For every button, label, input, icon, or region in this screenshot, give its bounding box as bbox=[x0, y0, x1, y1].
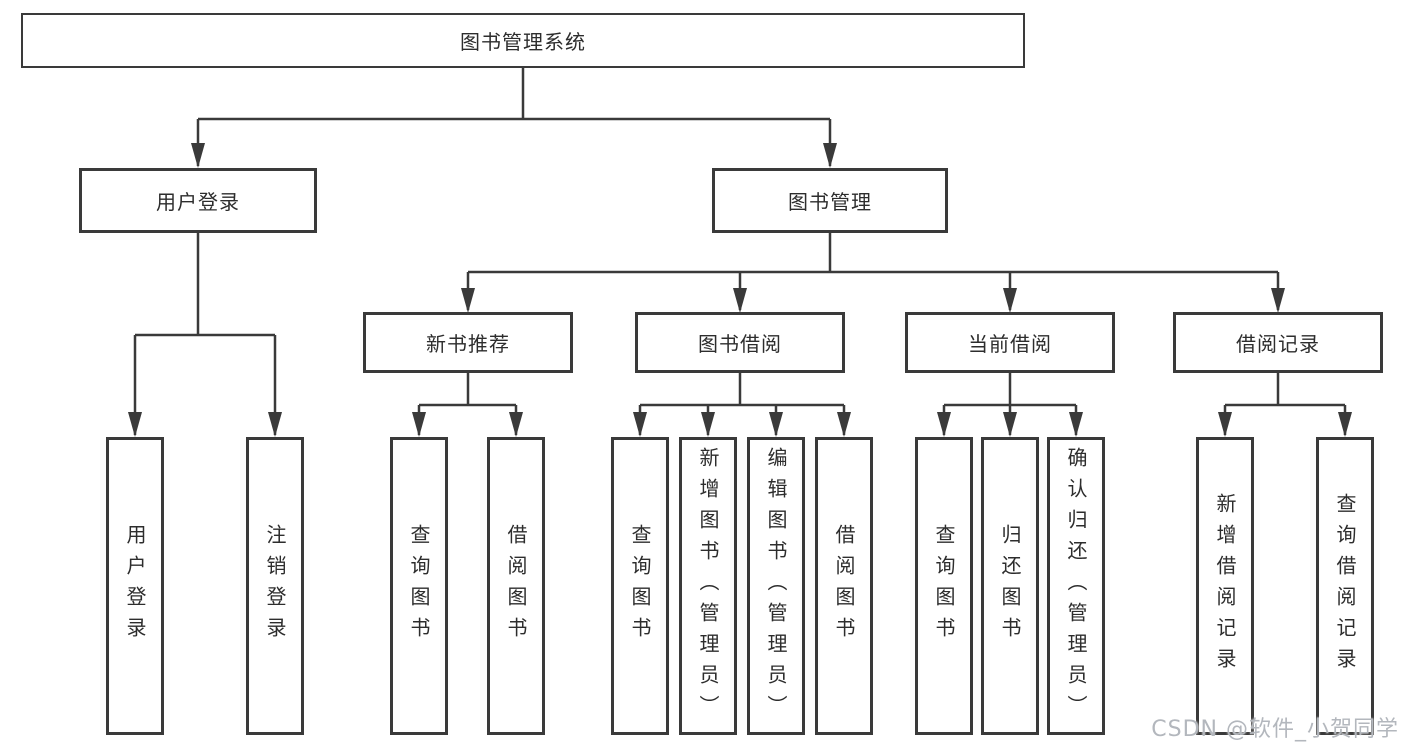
leaf-confirm-return-admin: 确认归还（管理员） bbox=[1047, 437, 1105, 735]
leaf-label: 用户登录 bbox=[123, 524, 147, 648]
node-borrowing-records: 借阅记录 bbox=[1173, 312, 1383, 373]
leaf-query-borrow-record: 查询借阅记录 bbox=[1316, 437, 1374, 735]
leaf-add-books-admin: 新增图书（管理员） bbox=[679, 437, 737, 735]
leaf-query-books-borrowing: 查询图书 bbox=[611, 437, 669, 735]
leaf-add-borrow-record: 新增借阅记录 bbox=[1196, 437, 1254, 735]
node-book-management: 图书管理 bbox=[712, 168, 948, 233]
leaf-label: 查询图书 bbox=[932, 524, 956, 648]
watermark: CSDN @软件_小贺同学 bbox=[1151, 717, 1399, 742]
leaf-label: 查询借阅记录 bbox=[1333, 493, 1357, 679]
node-user-login: 用户登录 bbox=[79, 168, 317, 233]
leaf-edit-books-admin: 编辑图书（管理员） bbox=[747, 437, 805, 735]
leaf-label: 注销登录 bbox=[263, 524, 287, 648]
leaf-label: 确认归还（管理员） bbox=[1064, 446, 1088, 726]
leaf-label: 编辑图书（管理员） bbox=[764, 446, 788, 726]
leaf-borrow-books-borrowing: 借阅图书 bbox=[815, 437, 873, 735]
leaf-borrow-books-recommend: 借阅图书 bbox=[487, 437, 545, 735]
leaf-label: 借阅图书 bbox=[504, 524, 528, 648]
leaf-query-books-recommend: 查询图书 bbox=[390, 437, 448, 735]
node-library-management-system: 图书管理系统 bbox=[21, 13, 1025, 68]
leaf-label: 查询图书 bbox=[407, 524, 431, 648]
node-book-borrowing: 图书借阅 bbox=[635, 312, 845, 373]
leaf-user-login: 用户登录 bbox=[106, 437, 164, 735]
leaf-label: 新增图书（管理员） bbox=[696, 446, 720, 726]
node-current-borrowing: 当前借阅 bbox=[905, 312, 1115, 373]
leaf-label: 新增借阅记录 bbox=[1213, 493, 1237, 679]
leaf-label: 借阅图书 bbox=[832, 524, 856, 648]
node-new-book-recommend: 新书推荐 bbox=[363, 312, 573, 373]
leaf-label: 查询图书 bbox=[628, 524, 652, 648]
leaf-logout: 注销登录 bbox=[246, 437, 304, 735]
leaf-label: 归还图书 bbox=[998, 524, 1022, 648]
leaf-return-books: 归还图书 bbox=[981, 437, 1039, 735]
leaf-query-books-current: 查询图书 bbox=[915, 437, 973, 735]
